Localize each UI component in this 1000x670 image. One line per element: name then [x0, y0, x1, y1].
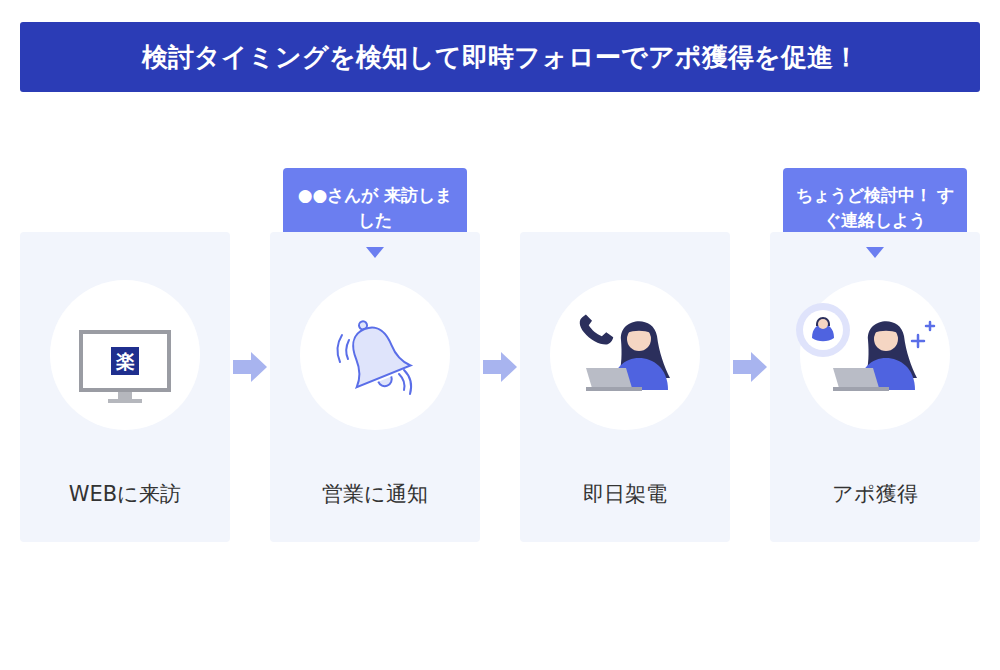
bubble-tail — [366, 247, 384, 258]
icon-circle — [550, 280, 700, 430]
step-label: 即日架電 — [583, 480, 667, 508]
step-label: WEBに来訪 — [69, 480, 181, 508]
title-text: 検討タイミングを検知して即時フォローでアポ獲得を促進！ — [142, 40, 859, 75]
bubble-tail — [866, 247, 884, 258]
flow-arrow — [733, 360, 751, 374]
title-bar: 検討タイミングを検知して即時フォローでアポ獲得を促進！ — [20, 22, 980, 92]
bell-icon — [335, 311, 415, 397]
monitor-icon — [81, 332, 169, 403]
step-panel: 営業に通知 — [270, 232, 480, 542]
phone-icon — [578, 311, 614, 349]
flow-arrow — [483, 360, 501, 374]
logo-mark: 楽 — [111, 347, 139, 375]
step-panel: WEBに来訪 — [20, 232, 230, 542]
operator-figure — [586, 321, 670, 391]
step-panel: 即日架電 — [520, 232, 730, 542]
avatar-bubble — [796, 303, 850, 357]
callout-text: ちょうど検討中！ すぐ連絡しよう — [795, 183, 955, 234]
icon-circle — [50, 280, 200, 430]
sparkle-plus — [912, 322, 934, 347]
flow-arrow — [233, 360, 251, 374]
icon-circle — [300, 280, 450, 430]
sound-lines — [337, 335, 411, 394]
callout-text: ●●さんが 来訪しました — [295, 183, 455, 234]
step-label: アポ獲得 — [832, 480, 918, 508]
icon-circle — [800, 280, 950, 430]
step-panel: アポ獲得 — [770, 232, 980, 542]
step-label: 営業に通知 — [322, 480, 428, 508]
sales-figure — [833, 321, 917, 391]
